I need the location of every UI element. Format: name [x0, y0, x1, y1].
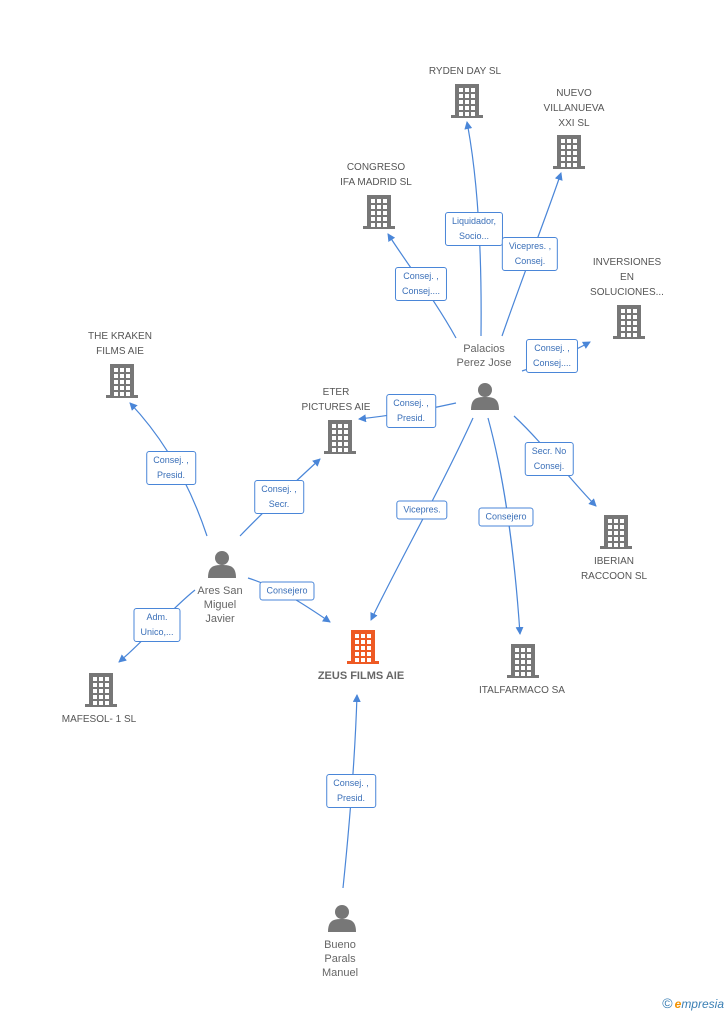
person-label-ares[interactable]: Ares San Miguel Javier — [197, 585, 243, 625]
company-label-inversiones[interactable]: INVERSIONES EN SOLUCIONES... — [590, 257, 664, 298]
edge-label-ares-kraken[interactable]: Consej. , Presid. — [146, 451, 196, 485]
copyright-icon: © — [662, 995, 673, 1011]
ares-person-icon[interactable] — [208, 551, 236, 578]
company-label-iberian[interactable]: IBERIAN RACCOON SL — [580, 556, 648, 582]
edge-label-bueno-zeus[interactable]: Consej. , Presid. — [326, 774, 376, 808]
nuevo-building-icon[interactable] — [553, 135, 585, 169]
ryden-building-icon[interactable] — [451, 84, 483, 118]
edge-label-palacios-nuevo[interactable]: Vicepres. , Consej. — [501, 237, 559, 271]
edge-label-palacios-iberian[interactable]: Secr. No Consej. — [524, 442, 574, 476]
company-label-congreso[interactable]: CONGRESO IFA MADRID SL — [340, 162, 412, 188]
italfarmaco-building-icon[interactable] — [507, 644, 539, 678]
company-label-italfarmaco[interactable]: ITALFARMACO SA — [479, 685, 565, 696]
edge-label-palacios-congreso[interactable]: Consej. , Consej.... — [394, 267, 448, 301]
edge-label-ares-eter[interactable]: Consej. , Secr. — [254, 480, 304, 514]
brand-name: mpresia — [681, 997, 724, 1011]
company-label-kraken[interactable]: THE KRAKEN FILMS AIE — [88, 331, 152, 357]
kraken-building-icon[interactable] — [106, 364, 138, 398]
congreso-building-icon[interactable] — [363, 195, 395, 229]
edge-label-palacios-eter[interactable]: Consej. , Presid. — [386, 394, 436, 428]
eter-building-icon[interactable] — [324, 420, 356, 454]
company-label-ryden[interactable]: RYDEN DAY SL — [428, 66, 502, 77]
bueno-person-icon[interactable] — [328, 905, 356, 932]
edge-label-palacios-italfarmaco[interactable]: Consejero — [478, 507, 534, 527]
brand-initial: e — [674, 997, 682, 1011]
zeus-building-icon[interactable] — [347, 630, 379, 664]
edge-palacios-zeus — [370, 417, 474, 621]
mafesol-building-icon[interactable] — [85, 673, 117, 707]
person-label-bueno[interactable]: Bueno Parals Manuel — [321, 939, 359, 979]
iberian-building-icon[interactable] — [600, 515, 632, 549]
edge-label-palacios-inversiones[interactable]: Consej. , Consej.... — [525, 339, 579, 373]
edge-label-palacios-zeus[interactable]: Vicepres. — [396, 500, 448, 520]
company-label-eter[interactable]: ETER PICTURES AIE — [301, 387, 371, 413]
company-label-zeus[interactable]: ZEUS FILMS AIE — [317, 670, 405, 682]
edge-label-ares-mafesol[interactable]: Adm. Unico,... — [133, 608, 181, 642]
company-label-mafesol[interactable]: MAFESOL- 1 SL — [61, 714, 137, 725]
edge-label-palacios-ryden[interactable]: Liquidador, Socio... — [444, 212, 504, 246]
footer-brand[interactable]: ©empresia — [662, 995, 724, 1011]
palacios-person-icon[interactable] — [471, 383, 499, 410]
edge-label-ares-zeus[interactable]: Consejero — [259, 581, 315, 601]
inversiones-building-icon[interactable] — [613, 305, 645, 339]
company-label-nuevo[interactable]: NUEVO VILLANUEVA XXI SL — [543, 88, 605, 129]
person-label-palacios[interactable]: Palacios Perez Jose — [456, 343, 512, 369]
